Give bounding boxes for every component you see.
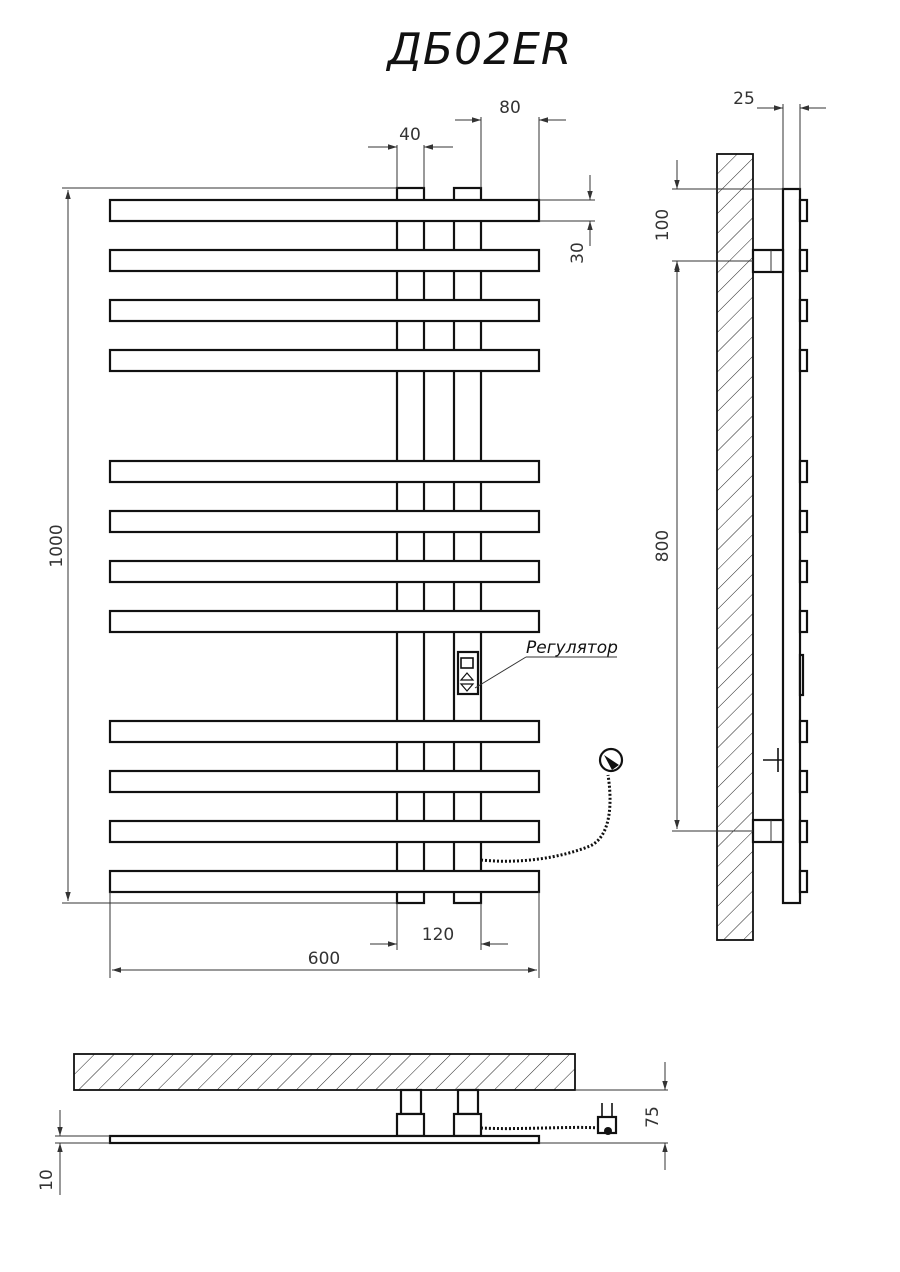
side-bar-end <box>798 248 809 273</box>
horizontal-bar <box>108 459 541 484</box>
svg-text:800: 800 <box>653 530 673 562</box>
horizontal-bar <box>108 248 541 273</box>
dim-25: 25 <box>733 89 826 189</box>
right-collector <box>452 186 483 905</box>
dim-600: 600 <box>109 892 540 978</box>
left-collector <box>395 186 426 905</box>
dim-40: 40 <box>368 125 453 188</box>
wall-side <box>716 153 754 941</box>
svg-text:40: 40 <box>399 125 421 145</box>
svg-text:30: 30 <box>568 242 588 264</box>
dim-80: 80 <box>455 98 566 200</box>
front-bars <box>108 198 541 894</box>
regulator <box>456 650 480 696</box>
horizontal-bar <box>108 298 541 323</box>
top-view-bar <box>108 1134 541 1145</box>
dim-1000: 1000 <box>47 187 397 904</box>
horizontal-bar <box>108 819 541 844</box>
side-bar-end <box>798 509 809 534</box>
svg-text:100: 100 <box>653 209 673 241</box>
dim-120: 120 <box>370 903 508 950</box>
dim-30: 30 <box>539 175 595 264</box>
side-bar-end <box>798 609 809 634</box>
side-bar-end <box>798 769 809 794</box>
side-bar-end <box>798 559 809 584</box>
side-bar-end <box>798 348 809 373</box>
top-mount <box>751 248 785 274</box>
svg-text:25: 25 <box>733 89 755 109</box>
dim-75: 75 <box>539 1062 668 1170</box>
dim-800: 800 <box>653 263 753 832</box>
power-cable <box>480 747 624 863</box>
svg-text:80: 80 <box>499 98 521 118</box>
side-bar-end <box>798 459 809 484</box>
horizontal-bar <box>108 198 541 223</box>
svg-text:120: 120 <box>422 925 454 945</box>
side-collector <box>781 187 802 905</box>
horizontal-bar <box>108 719 541 744</box>
horizontal-bar <box>108 348 541 373</box>
svg-text:10: 10 <box>37 1169 57 1191</box>
svg-text:600: 600 <box>308 949 340 969</box>
horizontal-bar <box>108 509 541 534</box>
side-bar-ends <box>798 198 809 894</box>
horizontal-bar <box>108 769 541 794</box>
bottom-mount <box>751 818 785 844</box>
svg-text:75: 75 <box>643 1106 663 1128</box>
regulator-label: Регулятор <box>526 638 618 658</box>
horizontal-bar <box>108 609 541 634</box>
svg-text:1000: 1000 <box>47 524 67 567</box>
wall-top <box>73 1053 576 1091</box>
side-bar-end <box>798 719 809 744</box>
side-bar-end <box>798 819 809 844</box>
drawing-title: ДБ02ER <box>386 24 573 75</box>
side-view: 25 100 800 <box>653 89 826 941</box>
horizontal-bar <box>108 869 541 894</box>
side-bar-end <box>798 869 809 894</box>
front-view: Регулятор 40 80 30 <box>47 98 624 978</box>
dim-10: 10 <box>37 1110 110 1195</box>
horizontal-bar <box>108 559 541 584</box>
side-bar-end <box>798 298 809 323</box>
plug-icon <box>596 1103 618 1135</box>
top-view: 75 10 <box>37 1053 668 1195</box>
side-bar-end <box>798 198 809 223</box>
